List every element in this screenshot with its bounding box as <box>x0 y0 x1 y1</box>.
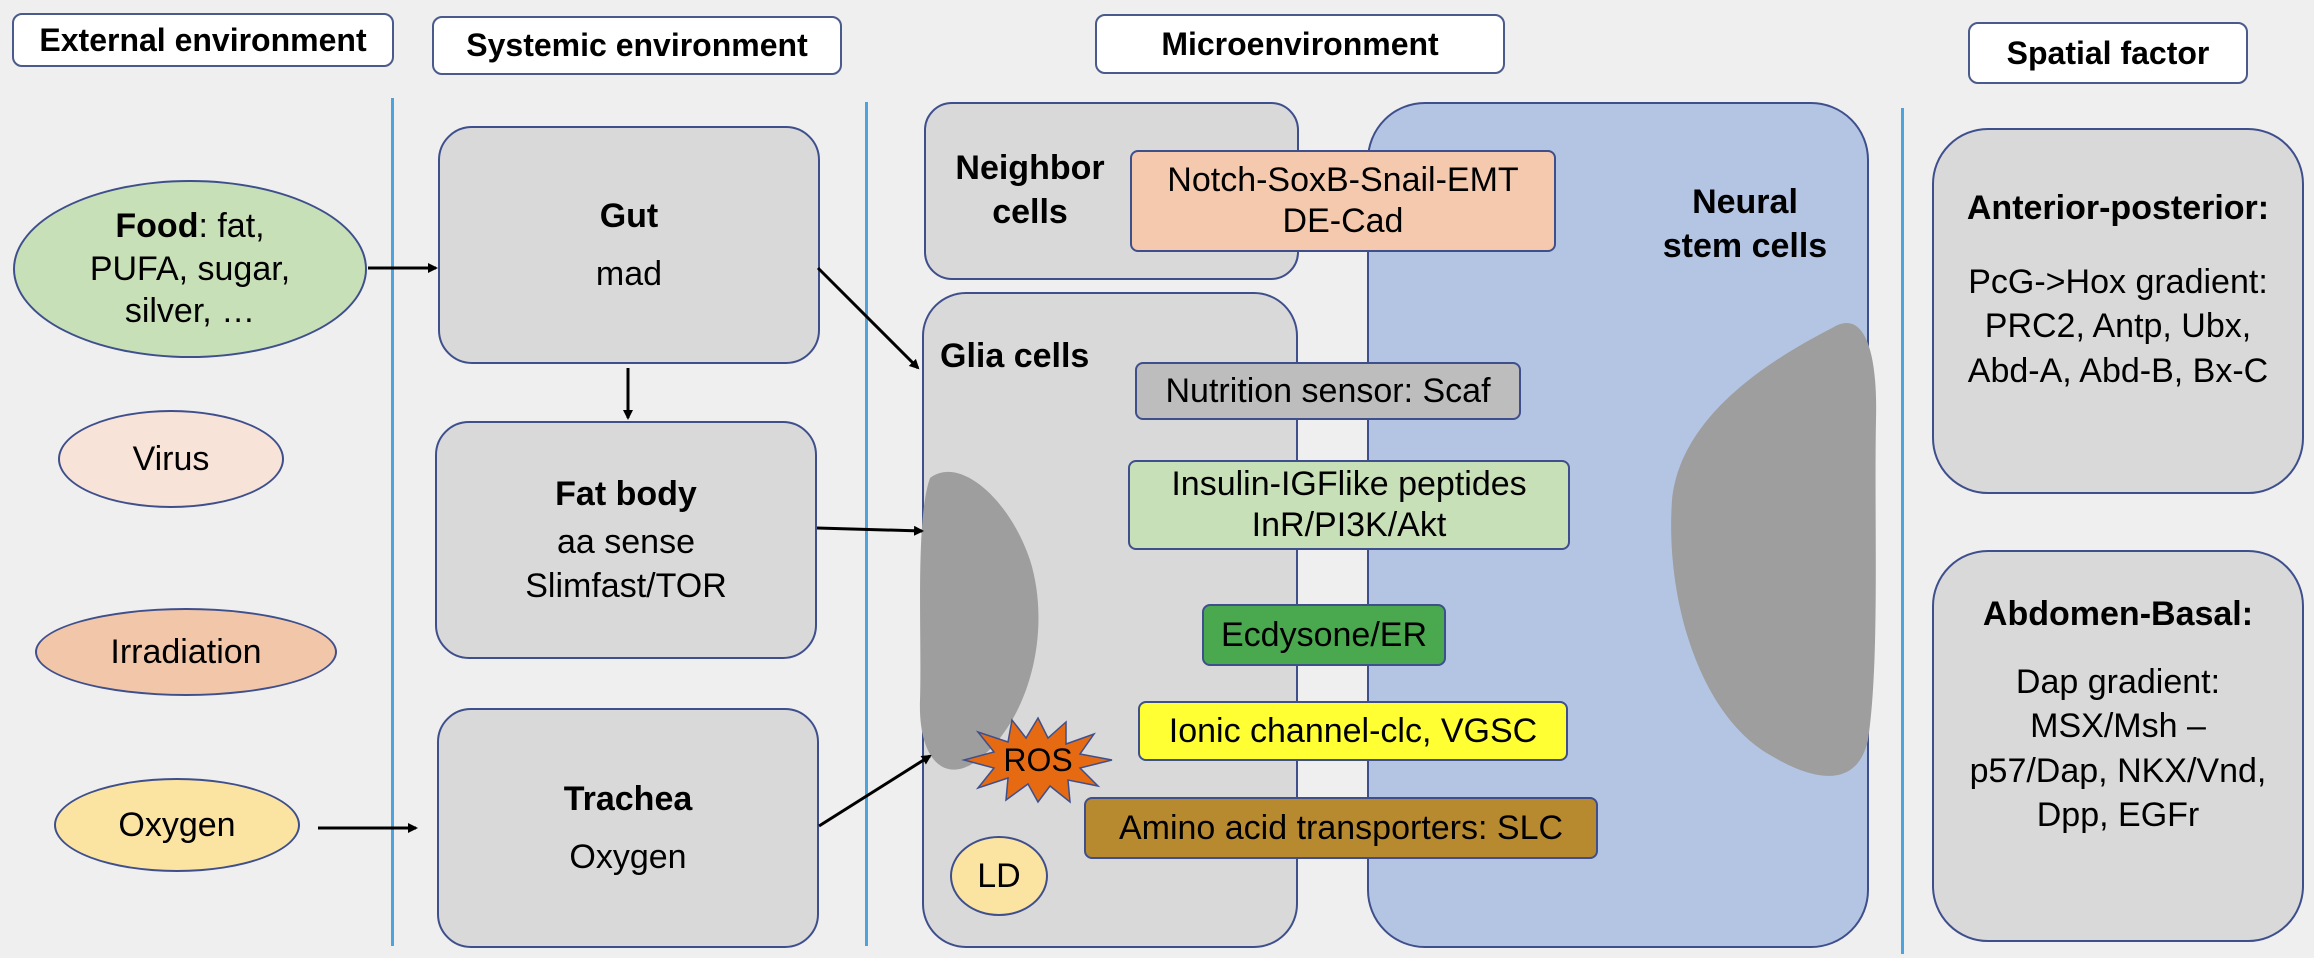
ionic-channel-label: Ionic channel-clc, VGSC <box>1168 711 1538 750</box>
header-spatial-label: Spatial factor <box>2006 34 2210 71</box>
trachea-box: Trachea Oxygen <box>437 708 819 948</box>
food-line-1: Food: fat, <box>115 205 264 248</box>
ros-burst <box>961 716 1113 804</box>
notch-line-2: DE-Cad <box>1282 202 1404 240</box>
neural-stem-cells-label: Neural stem cells <box>1630 180 1860 268</box>
food-rest: : fat, <box>198 207 265 246</box>
divider-line-1 <box>391 98 394 946</box>
irradiation-ellipse: Irradiation <box>35 608 337 696</box>
ros-burst-shape <box>961 716 1113 804</box>
fat-body-line-1: aa sense <box>557 522 695 561</box>
ros-label-wrap: ROS <box>960 716 1116 804</box>
food-label: Food <box>115 207 199 246</box>
nutrition-sensor-label: Nutrition sensor: Scaf <box>1165 371 1491 410</box>
ab-line-2: MSX/Msh – <box>2030 707 2206 746</box>
irradiation-label: Irradiation <box>110 632 262 671</box>
food-line-3: silver, … <box>124 292 256 331</box>
arrow-trachea-to-glia <box>818 754 932 828</box>
ap-line-2: PRC2, Antp, Ubx, <box>1984 307 2252 346</box>
neighbor-line-1: Neighbor <box>955 149 1105 187</box>
virus-label: Virus <box>132 439 210 478</box>
glia-nucleus-blob <box>919 471 1039 770</box>
ecdysone-tag: Ecdysone/ER <box>1202 604 1446 666</box>
neighbor-cells-label: Neighbor cells <box>940 146 1120 234</box>
header-micro-label: Microenvironment <box>1161 25 1439 62</box>
glia-cells-label: Glia cells <box>940 334 1089 378</box>
gut-subtitle: mad <box>595 255 663 293</box>
glia-label-text: Glia cells <box>940 337 1090 375</box>
insulin-pathway-tag: Insulin-IGFlike peptides InR/PI3K/Akt <box>1128 460 1570 550</box>
ap-line-1: PcG->Hox gradient: <box>1968 263 2268 302</box>
nsc-line-1: Neural <box>1692 183 1798 221</box>
nsc-nucleus-blob <box>1671 322 1877 776</box>
ab-line-3: p57/Dap, NKX/Vnd, <box>1969 751 2267 790</box>
arrow-gut-to-glia <box>816 266 920 370</box>
fat-body-line-2: Slimfast/TOR <box>525 567 727 606</box>
trachea-title: Trachea <box>563 779 693 818</box>
ap-line-3: Abd-A, Abd-B, Bx-C <box>1967 351 2269 390</box>
oxygen-label: Oxygen <box>118 805 236 844</box>
header-external-environment: External environment <box>12 13 394 67</box>
nsc-line-2: stem cells <box>1662 227 1828 266</box>
notch-line-1: Notch-SoxB-Snail-EMT <box>1167 161 1519 200</box>
anterior-posterior-box: Anterior-posterior: PcG->Hox gradient: P… <box>1932 128 2304 494</box>
notch-pathway-tag: Notch-SoxB-Snail-EMT DE-Cad <box>1130 150 1556 252</box>
ionic-channel-tag: Ionic channel-clc, VGSC <box>1138 701 1568 761</box>
amino-acid-transporter-tag: Amino acid transporters: SLC <box>1084 797 1598 859</box>
header-spatial-factor: Spatial factor <box>1968 22 2248 84</box>
fat-body-box: Fat body aa sense Slimfast/TOR <box>435 421 817 659</box>
neighbor-line-2: cells <box>992 193 1068 232</box>
divider-line-3 <box>1901 108 1904 954</box>
insulin-line-2: InR/PI3K/Akt <box>1251 506 1447 544</box>
lipid-droplet-label: LD <box>977 856 1021 895</box>
amino-acid-transporter-label: Amino acid transporters: SLC <box>1118 808 1564 847</box>
oxygen-ellipse: Oxygen <box>54 778 300 872</box>
ab-line-4: Dpp, EGFr <box>2036 795 2200 834</box>
ecdysone-label: Ecdysone/ER <box>1221 615 1427 654</box>
nutrition-sensor-tag: Nutrition sensor: Scaf <box>1135 362 1521 420</box>
gut-box: Gut mad <box>438 126 820 364</box>
insulin-line-1: Insulin-IGFlike peptides <box>1171 465 1527 504</box>
abdomen-basal-box: Abdomen-Basal: Dap gradient: MSX/Msh – p… <box>1932 550 2304 942</box>
ros-label: ROS <box>1003 741 1073 778</box>
divider-line-2 <box>865 102 868 946</box>
food-line-2: PUFA, sugar, <box>89 249 291 288</box>
lipid-droplet-ellipse: LD <box>950 836 1048 916</box>
anterior-posterior-title: Anterior-posterior: <box>1966 189 2270 227</box>
gut-title: Gut <box>599 196 659 235</box>
fat-body-title: Fat body <box>555 474 697 513</box>
header-microenvironment: Microenvironment <box>1095 14 1505 74</box>
ab-line-1: Dap gradient: <box>2015 663 2221 702</box>
trachea-subtitle: Oxygen <box>569 838 687 876</box>
header-external-label: External environment <box>39 21 367 58</box>
header-systemic-environment: Systemic environment <box>432 16 842 75</box>
food-ellipse: Food: fat, PUFA, sugar, silver, … <box>13 180 367 358</box>
virus-ellipse: Virus <box>58 410 284 508</box>
header-systemic-label: Systemic environment <box>466 27 808 63</box>
abdomen-basal-title: Abdomen-Basal: <box>1982 595 2254 633</box>
arrow-fatbody-to-glia <box>816 525 924 536</box>
